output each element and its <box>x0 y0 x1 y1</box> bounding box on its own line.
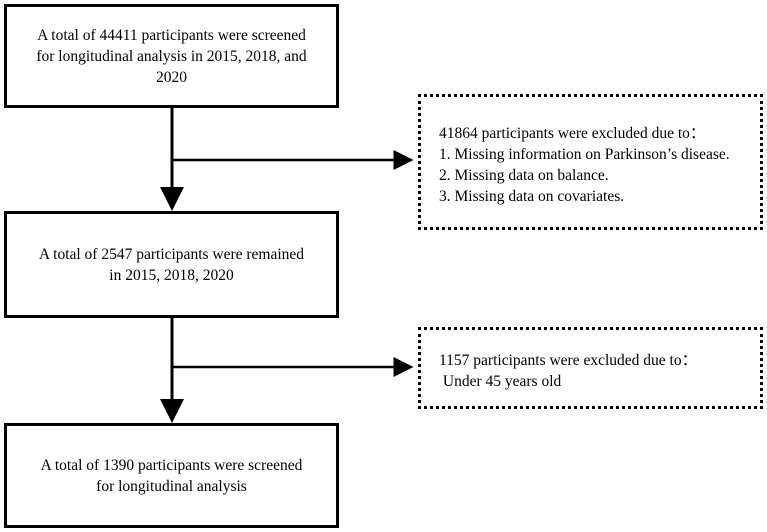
box-initial-line-2: for longitudinal analysis in 2015, 2018,… <box>36 47 307 65</box>
box-final-line-2: for longitudinal analysis <box>96 477 247 495</box>
box-final-screening: A total of 1390 participants were screen… <box>4 423 339 528</box>
exclusion-2-item-1: Under 45 years old <box>439 373 562 390</box>
exclusion-2-heading: 1157 participants were excluded due to： <box>439 352 698 369</box>
exclusion-1-heading: 41864 participants were excluded due to： <box>439 125 706 142</box>
box-final-line-1: A total of 1390 participants were screen… <box>40 456 303 474</box>
exclusion-1-item-2: 2. Missing data on balance. <box>439 167 609 184</box>
box-remaining: A total of 2547 participants were remain… <box>4 211 339 318</box>
exclusion-1-item-1: 1. Missing information on Parkinson’s di… <box>439 146 730 163</box>
box-final-screening-text: A total of 1390 participants were screen… <box>41 455 303 497</box>
exclusion-box-2: 1157 participants were excluded due to： … <box>418 327 763 409</box>
box-remaining-line-1: A total of 2547 participants were remain… <box>38 245 305 263</box>
box-remaining-line-2: in 2015, 2018, 2020 <box>109 266 234 284</box>
box-initial-screening-text: A total of 44411 participants were scree… <box>36 25 306 88</box>
box-remaining-text: A total of 2547 participants were remain… <box>39 244 304 286</box>
exclusion-box-1: 41864 participants were excluded due to：… <box>418 94 763 230</box>
exclusion-1-item-3: 3. Missing data on covariates. <box>439 188 625 205</box>
box-initial-line-1: A total of 44411 participants were scree… <box>37 26 306 44</box>
box-initial-line-3: 2020 <box>155 68 187 86</box>
box-initial-screening: A total of 44411 participants were scree… <box>4 4 339 108</box>
